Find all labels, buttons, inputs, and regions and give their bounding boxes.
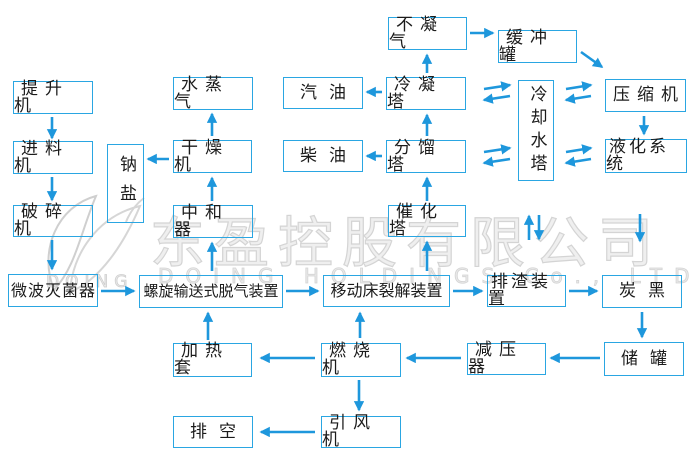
node-compressor: 压缩机 [605, 79, 686, 112]
node-heating-jacket: 加热套 [173, 343, 252, 377]
node-induced-draft-fan: 引风机 [321, 415, 401, 449]
node-cooling-water-tower: 冷却水塔 [518, 80, 554, 181]
arrow-fractionating-cooling-right [483, 144, 512, 155]
node-catalytic-tower: 催化塔 [388, 204, 466, 238]
node-liquefaction-system: 液化系统 [605, 139, 687, 173]
node-gasoline: 汽油 [283, 77, 363, 109]
node-feeder: 进料机 [13, 140, 93, 174]
arrow-liquefaction-cooling-left [564, 156, 592, 167]
node-neutralizer: 中和器 [173, 204, 253, 238]
arrow-buffer-compressor [580, 50, 604, 69]
node-moving-bed-pyrolyzer: 移动床裂解装置 [323, 275, 450, 307]
arrow-cooling-liquefaction-right [565, 144, 593, 155]
node-screw-degasser: 螺旋输送式脱气装置 [139, 275, 283, 308]
node-carbon-black: 炭黑 [602, 275, 682, 308]
node-fractionating-tower: 分馏塔 [386, 139, 466, 173]
node-sodium-salt: 钠盐 [107, 144, 144, 223]
node-buffer-tank: 缓冲罐 [498, 29, 577, 63]
node-hoist: 提升机 [13, 80, 93, 114]
node-condensing-tower: 冷凝塔 [386, 76, 466, 110]
node-pressure-reducer: 减压器 [467, 342, 546, 376]
arrow-condensing-cooling-right [483, 81, 512, 92]
node-slag-discharger: 排渣装置 [487, 274, 566, 308]
arrow-cooling-condensing-left [482, 93, 511, 104]
node-storage-tank: 储罐 [604, 342, 684, 376]
arrow-cooling-fractionating-left [482, 156, 511, 167]
node-non-condensable-gas: 不凝气 [388, 16, 467, 50]
node-crusher: 破碎机 [13, 204, 93, 238]
arrow-compressor-cooling-left [564, 93, 592, 104]
node-vent: 排空 [173, 416, 253, 448]
arrow-cooling-compressor-right [565, 81, 593, 92]
node-burner: 燃烧机 [321, 343, 401, 377]
node-steam: 水蒸气 [173, 76, 253, 110]
node-diesel: 柴油 [283, 140, 363, 172]
node-dryer: 干燥机 [173, 139, 252, 173]
node-microwave-sterilizer: 微波灭菌器 [8, 274, 98, 307]
